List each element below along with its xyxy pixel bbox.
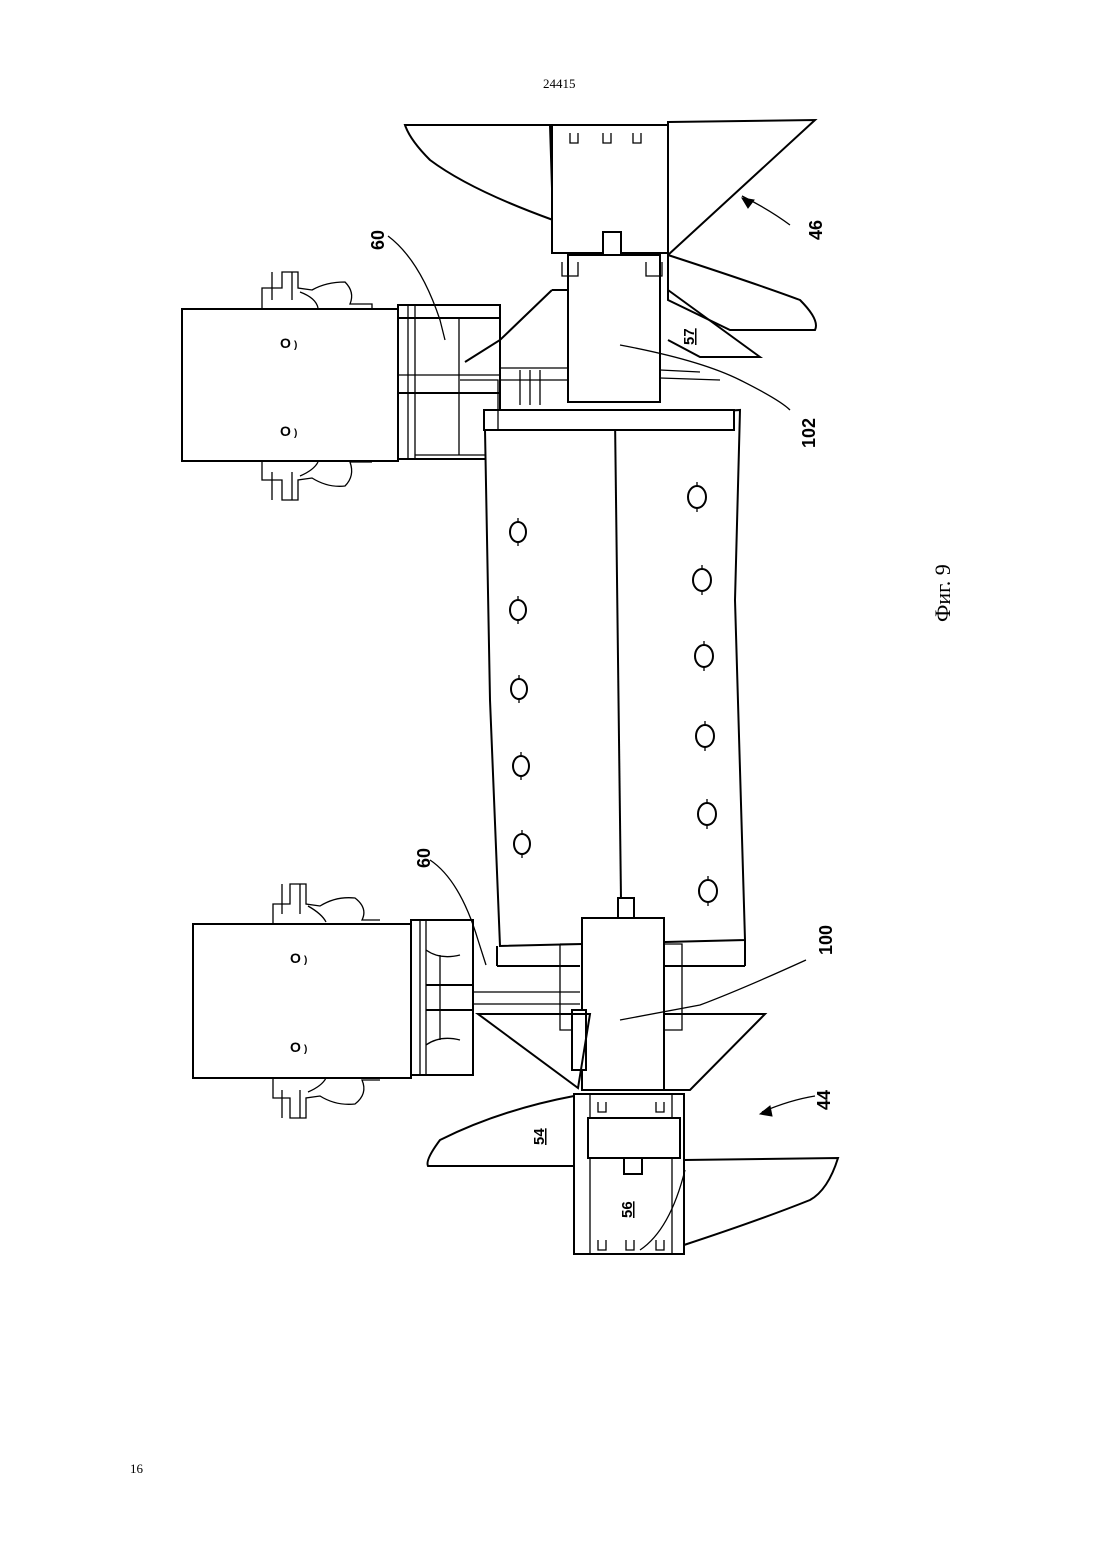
- bottom-motor-assembly: O ) O ): [193, 884, 473, 1118]
- svg-text:O: O: [280, 423, 291, 439]
- central-frame: [460, 368, 745, 1004]
- svg-text:): ): [304, 1044, 307, 1055]
- svg-text:): ): [294, 340, 297, 351]
- svg-text:): ): [304, 955, 307, 966]
- label-57: 57: [681, 328, 698, 345]
- label-60-bottom: 60: [414, 848, 434, 868]
- svg-text:O: O: [290, 1039, 301, 1055]
- svg-text:): ): [294, 428, 297, 439]
- label-46: 46: [806, 220, 826, 240]
- svg-text:O: O: [290, 950, 301, 966]
- label-44: 44: [814, 1090, 834, 1110]
- top-motor-assembly: O ) O ): [182, 272, 500, 500]
- label-56: 56: [619, 1201, 636, 1218]
- figure-caption: Фиг. 9: [930, 564, 955, 622]
- bottom-side-assembly: [428, 860, 839, 1254]
- page-number: 16: [130, 1461, 143, 1477]
- label-54: 54: [531, 1128, 548, 1145]
- label-100: 100: [816, 925, 836, 955]
- label-60-top: 60: [368, 230, 388, 250]
- label-102: 102: [799, 418, 819, 448]
- svg-text:O: O: [280, 335, 291, 351]
